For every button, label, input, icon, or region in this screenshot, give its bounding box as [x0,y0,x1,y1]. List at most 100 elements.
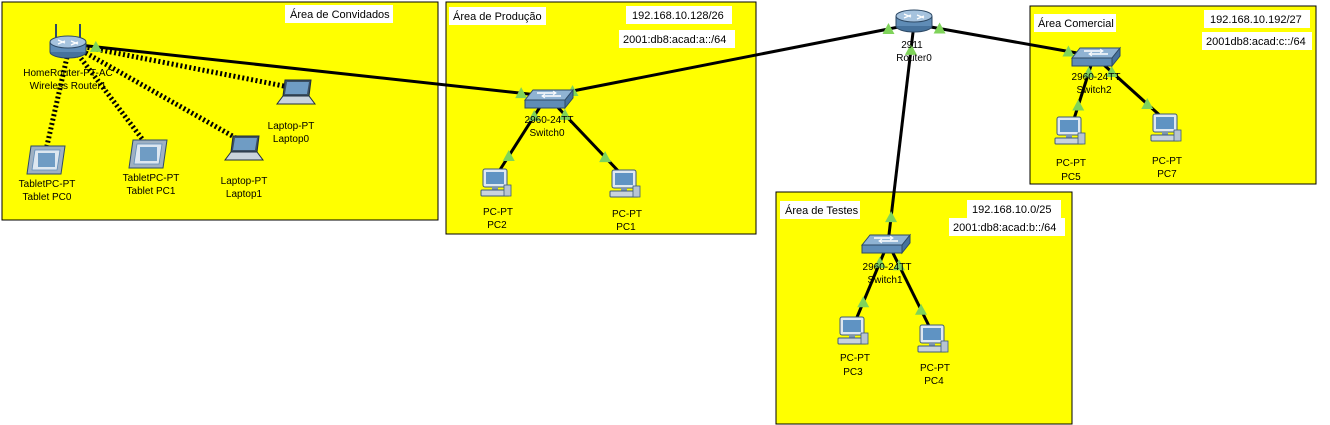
pc-4[interactable]: PC-PT PC4 [917,324,950,387]
wireless-router-1[interactable]: HomeRouter-PT-AC Wireless Router1 [23,23,113,92]
ethernet-link[interactable] [886,23,916,244]
wireless-link[interactable] [68,42,148,146]
tablet-pc-0-name: Tablet PC0 [23,192,72,203]
pc-icon [917,324,949,353]
link-up-marker [915,303,927,315]
area-comercial-title: Área Comercial [1038,17,1114,30]
link-up-marker [904,43,917,55]
area-producao: Área de Produção 192.168.10.128/26 2001:… [445,1,757,235]
laptop-1-model: Laptop-PT [221,176,268,187]
laptop-1-name: Laptop1 [226,189,263,200]
pc-3-model: PC-PT [840,353,870,364]
link-up-marker [857,296,870,308]
switch-2-model: 2960-24TT [1072,72,1121,83]
link-up-marker [528,110,541,121]
tablet-icon [26,145,66,175]
area-testes-ipv6-box [949,218,1065,236]
pc-7-model: PC-PT [1152,156,1182,167]
switch-icon [524,89,574,109]
tablet-icon [128,139,168,169]
area-producao-ipv6-box [619,30,735,48]
link-up-marker [89,40,102,52]
tablet-pc-1-name: Tablet PC1 [127,186,176,197]
router-0-name: Router0 [896,53,932,64]
area-testes-title: Área de Testes [785,204,859,217]
pc-7[interactable]: PC-PT PC7 [1150,113,1182,180]
ethernet-link[interactable] [69,42,548,98]
links-layer [43,22,1167,333]
ethernet-link[interactable] [546,22,915,98]
ethernet-link[interactable] [853,242,890,323]
devices-layer: HomeRouter-PT-AC Wireless Router1 Tablet… [19,9,1182,387]
pc7-name: PC7 [1157,169,1177,180]
area-producao-title-box [449,7,546,25]
switch-2[interactable]: 2960-24TT Switch2 [1071,47,1121,96]
pc-5-model: PC-PT [1056,158,1086,169]
pc-4-name: PC4 [924,376,944,387]
switch-0-name: Switch0 [529,128,564,139]
link-up-marker [1082,66,1095,78]
link-up-marker [1062,45,1075,57]
area-comercial: Área Comercial 192.168.10.192/27 2001db8… [1029,5,1317,185]
link-up-marker [1141,98,1154,109]
pc-icon [1150,113,1182,142]
area-comercial-ipv4-box [1204,10,1310,28]
switch-icon [1071,47,1121,67]
area-testes-ipv4: 192.168.10.0/25 [972,204,1052,216]
tablet-pc-0-model: TabletPC-PT [19,179,76,190]
area-testes-ipv4-box [967,200,1061,218]
pc-2[interactable]: PC-PT PC2 [480,168,513,231]
pc-2-model: PC-PT [483,207,513,218]
pc-2-name: PC2 [487,220,507,231]
pc-icon [480,168,512,197]
area-producao-ipv4: 192.168.10.128/26 [632,10,724,22]
area-producao-ipv4-box [626,6,732,24]
pc-icon [837,316,869,345]
link-up-marker [893,259,905,271]
switch-1[interactable]: 2960-24TT Switch1 [861,234,912,286]
ethernet-link[interactable] [545,94,625,178]
wireless-router-1-model: HomeRouter-PT-AC [23,68,112,79]
laptop-0-name: Laptop0 [273,134,310,145]
link-up-marker [502,150,515,161]
router-0[interactable]: 2911 Router0 [895,9,933,64]
tablet-pc-1[interactable]: TabletPC-PT Tablet PC1 [123,139,180,197]
pc-5[interactable]: PC-PT PC5 [1054,116,1086,183]
ethernet-link[interactable] [913,22,1095,58]
switch-1-model: 2960-24TT [863,262,912,273]
link-up-marker [1072,99,1085,111]
area-comercial-title-box [1034,14,1116,32]
area-testes: Área de Testes 192.168.10.0/25 2001:db8:… [775,191,1073,425]
pc-4-model: PC-PT [920,363,950,374]
pc-3-name: PC3 [843,367,863,378]
ethernet-link[interactable] [494,95,549,177]
area-comercial-ipv6: 2001db8:acad:c::/64 [1206,36,1306,48]
link-up-marker [933,22,946,34]
pc-5-name: PC5 [1061,172,1081,183]
laptop-0[interactable]: Laptop-PT Laptop0 [268,79,316,145]
tablet-pc-0[interactable]: TabletPC-PT Tablet PC0 [19,145,76,203]
ethernet-link[interactable] [1092,54,1167,122]
switch-0[interactable]: 2960-24TT Switch0 [524,89,574,139]
pc-3[interactable]: PC-PT PC3 [837,316,870,378]
link-up-marker [599,151,612,163]
link-up-marker [515,87,528,99]
switch-2-name: Switch2 [1076,85,1111,96]
wireless-link[interactable] [68,41,245,145]
pc-1[interactable]: PC-PT PC1 [609,169,642,233]
router-icon [895,9,933,33]
ethernet-link[interactable] [1071,55,1096,123]
laptop-1[interactable]: Laptop-PT Laptop1 [221,135,268,200]
switch-1-name: Switch1 [867,275,902,286]
wireless-link[interactable] [43,43,73,151]
area-testes-ipv6: 2001:db8:acad:b::/64 [953,222,1056,234]
link-up-marker [885,211,898,223]
wireless-router-1-name: Wireless Router1 [30,81,107,92]
link-status-markers [89,22,1154,315]
area-convidados-title: Área de Convidados [290,8,390,21]
area-producao-title: Área de Produção [453,10,542,23]
wireless-link[interactable] [69,41,295,91]
switch-icon [861,234,911,254]
ethernet-link[interactable] [886,242,934,333]
